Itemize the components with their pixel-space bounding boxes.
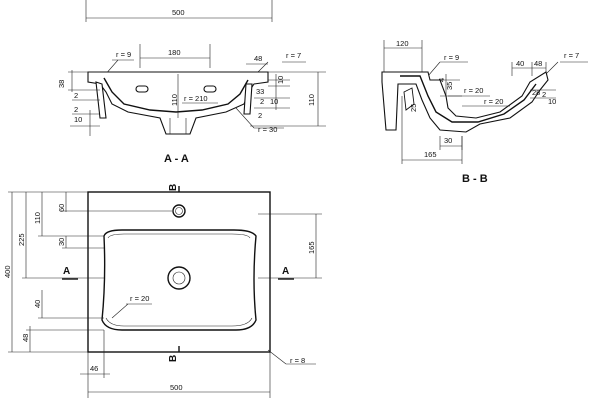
section-b-b: 120 r = 9 r = 7 40 48 4 35 r = 20 r = 20… — [381, 39, 588, 185]
dim-bb-10: 10 — [548, 97, 556, 106]
dim-plan-46: 46 — [90, 364, 98, 373]
dim-aa-hole-spacing: 180 — [168, 48, 181, 57]
dim-aa-2a: 2 — [74, 91, 78, 100]
dim-aa-2c: 2 — [260, 97, 264, 106]
dim-aa-110-right: 110 — [307, 94, 316, 106]
dim-plan-30: 30 — [57, 238, 66, 246]
dim-aa-48: 48 — [254, 54, 262, 63]
section-bb-title: B - B — [462, 173, 488, 185]
dim-plan-r8: r = 8 — [290, 356, 305, 365]
section-marker-b-top: B — [168, 184, 179, 191]
dim-plan-400: 400 — [3, 265, 12, 278]
dim-bb-r20b: r = 20 — [484, 97, 503, 106]
dim-plan-225: 225 — [17, 233, 26, 246]
section-aa-title: A - A — [164, 153, 189, 165]
dim-bb-35: 35 — [445, 82, 454, 90]
tap-hole-left-icon — [135, 85, 149, 93]
tap-hole-right-icon — [203, 85, 217, 93]
dim-aa-r210: r = 210 — [184, 94, 208, 103]
dim-aa-38: 38 — [57, 80, 66, 88]
dim-bb-30: 30 — [444, 136, 452, 145]
dim-aa-width-500: 500 — [172, 8, 185, 17]
dim-aa-10b: 10 — [270, 97, 278, 106]
section-marker-a-left: A — [63, 266, 70, 277]
plan-view: B B A A 400 225 110 60 30 40 48 — [3, 184, 322, 398]
dim-bb-48: 48 — [534, 59, 542, 68]
dim-plan-48: 48 — [21, 334, 30, 342]
dim-bb-120: 120 — [396, 39, 409, 48]
dim-plan-40: 40 — [33, 300, 42, 308]
dim-aa-33: 33 — [256, 87, 264, 96]
dim-aa-10-left: 10 — [74, 115, 82, 124]
dim-aa-r30: r = 30 — [258, 125, 277, 134]
dim-bb-25: 25 — [409, 104, 418, 112]
section-marker-b-bottom: B — [168, 355, 179, 362]
dim-bb-40: 40 — [516, 59, 524, 68]
dim-bb-2: 2 — [542, 90, 546, 99]
dim-aa-110-center: 110 — [170, 94, 179, 106]
dim-aa-2b: 2 — [74, 105, 78, 114]
dim-aa-r7: r = 7 — [286, 51, 301, 60]
dim-bb-r9: r = 9 — [444, 53, 459, 62]
dim-bb-r20a: r = 20 — [464, 86, 483, 95]
section-marker-a-right: A — [282, 266, 289, 277]
waste-outlet-icon — [167, 266, 191, 290]
basin-bowl — [101, 229, 257, 331]
dim-plan-110: 110 — [33, 212, 42, 224]
section-a-a: 500 180 r = 9 r = 7 48 38 2 — [57, 0, 326, 165]
dim-bb-r7: r = 7 — [564, 51, 579, 60]
dim-plan-500: 500 — [170, 383, 183, 392]
dim-bb-165: 165 — [424, 150, 437, 159]
dim-plan-r20: r = 20 — [130, 294, 149, 303]
dim-aa-2d: 2 — [258, 111, 262, 120]
tap-hole-icon — [172, 204, 186, 218]
dim-bb-28: 28 — [532, 88, 540, 97]
dim-plan-60: 60 — [57, 204, 66, 212]
dim-aa-r9: r = 9 — [116, 50, 131, 59]
dim-plan-165: 165 — [307, 241, 316, 254]
